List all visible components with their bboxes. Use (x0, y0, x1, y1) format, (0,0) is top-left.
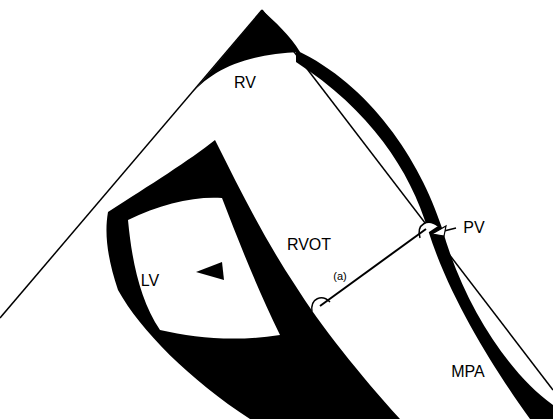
chest-wall (188, 10, 300, 98)
measurement-line (320, 229, 426, 306)
chamber-label: LV (141, 273, 159, 289)
chamber-label: RV (234, 75, 256, 91)
callout-label: (a) (333, 271, 346, 282)
papillary-muscle (196, 262, 224, 280)
lv-cavity (128, 198, 280, 339)
structure-label: PV (463, 220, 484, 236)
arrow-head (432, 226, 446, 236)
valve-leaflet (419, 222, 438, 238)
chamber-label: RVOT (287, 237, 331, 253)
vessel-label: MPA (451, 364, 484, 380)
